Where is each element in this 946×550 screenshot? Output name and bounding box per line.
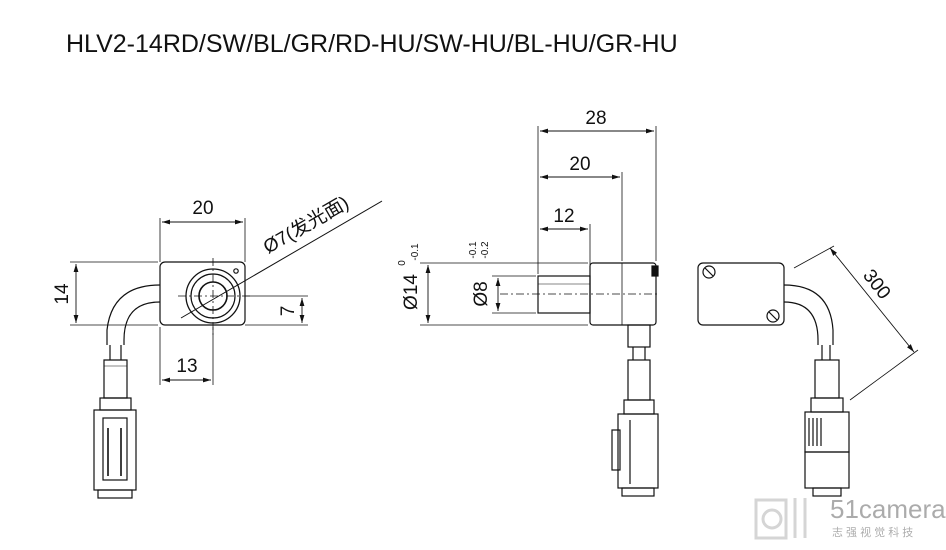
side-barrel — [537, 275, 591, 314]
front-offset-y-label: 7 — [278, 306, 299, 317]
front-width-label: 20 — [192, 198, 213, 219]
side-dia-14-label: Ø14 — [401, 274, 422, 310]
back-connector — [804, 411, 850, 453]
side-dia-8-label: Ø8 — [471, 281, 492, 306]
front-strain-relief — [99, 397, 132, 411]
front-cable-bend — [106, 284, 161, 345]
camera-logo-icon — [754, 498, 807, 540]
front-housing — [159, 261, 246, 326]
back-screw-bottom-icon — [766, 309, 780, 323]
side-dia-8-tol-upper: -0.1 — [468, 241, 479, 259]
back-screw-top-icon — [702, 265, 716, 279]
side-dia-8-tol-lower: -0.2 — [480, 241, 491, 259]
watermark-brand: 51camera — [830, 494, 946, 524]
side-length-28-label: 28 — [585, 108, 606, 129]
side-length-20-label: 20 — [569, 154, 590, 175]
side-cable-stub — [627, 324, 651, 348]
back-cable-bend — [783, 284, 834, 345]
back-cable-sleeve — [814, 359, 840, 399]
page-title: HLV2-14RD/SW/BL/GR/RD-HU/SW-HU/BL-HU/GR-… — [66, 30, 678, 58]
side-view — [420, 126, 660, 497]
front-view — [70, 200, 383, 499]
front-offset-x-label: 13 — [176, 356, 197, 377]
watermark-subtitle: 志 强 视 觉 科 技 — [832, 525, 913, 539]
back-view — [697, 245, 919, 497]
side-length-12-label: 12 — [553, 206, 574, 227]
side-dia-14-tol-upper: 0 — [397, 260, 408, 266]
front-height-label: 14 — [52, 283, 73, 305]
back-housing — [697, 262, 785, 326]
front-connector — [93, 409, 137, 491]
side-connector — [617, 413, 659, 489]
cable-length-label: 300 — [858, 266, 894, 304]
watermark: 51camera 志 强 视 觉 科 技 — [754, 494, 946, 540]
side-dia-14-tol-lower: -0.1 — [410, 243, 421, 261]
lens-diameter-label: Ø7(发光面) — [260, 192, 353, 259]
front-screw-icon — [233, 268, 239, 274]
